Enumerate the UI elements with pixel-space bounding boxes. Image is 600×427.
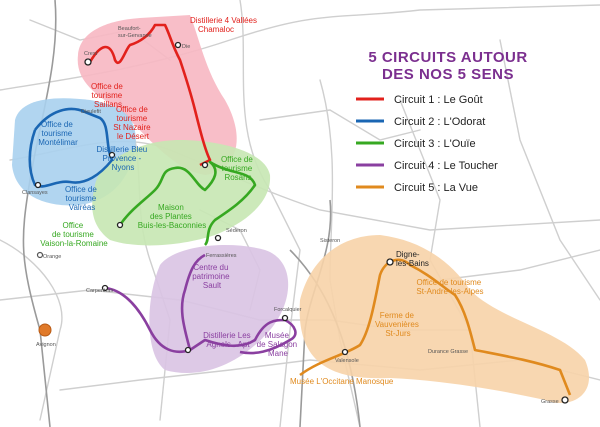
town-beaufort: Beaufort- sur-Gervanne (118, 26, 152, 39)
legend-label-3: Circuit 3 : L'Ouïe (394, 138, 476, 150)
town-avignon: Avignon (36, 342, 56, 348)
label-maison-plantes: Maison des Plantes Buis-les-Baconnies (138, 203, 206, 230)
marker-vaison (116, 221, 124, 229)
label-musee-occitane: Musée L'Occitane Manosque (290, 377, 394, 386)
town-dieulefit: Dieulefit (81, 109, 101, 115)
town-labels: Crest Beaufort- sur-Gervanne Die Dieulef… (22, 26, 559, 405)
label-distillerie-bleu: Distillerie Bleu Provence - Nyons (97, 145, 150, 172)
marker-die (174, 41, 182, 49)
marker-carpentras (101, 284, 109, 292)
city-markers (34, 41, 569, 404)
legend-label-2: Circuit 2 : L'Odorat (394, 116, 485, 128)
marker-ferrassieres (214, 234, 222, 242)
marker-clansayes (34, 181, 42, 189)
town-valensole: Valensole (335, 358, 359, 364)
label-office-saillans: Office de tourisme Saillans (91, 82, 125, 109)
legend: 5 CIRCUITS AUTOUR DES NOS 5 SENS Circuit… (356, 49, 527, 194)
legend-label-1: Circuit 1 : Le Goût (394, 94, 483, 106)
label-ferme-vauvenieres: Ferme de Vauvenières St-Jurs (375, 311, 421, 338)
town-carpentras: Carpentras (86, 288, 113, 294)
town-grasse: Grasse (541, 399, 559, 405)
town-die: Die (182, 44, 190, 50)
label-digne: Digne- les-Bains (396, 250, 429, 268)
zone-circuit-3 (92, 140, 271, 246)
marker-forcalquier (281, 314, 289, 322)
label-office-st-nazaire: Office de tourisme St Nazaire le Désert (113, 105, 153, 141)
town-sisteron: Sisteron (320, 238, 340, 244)
label-office-montelimar: Office de tourisme Montélimar (38, 120, 78, 147)
label-office-rosans: Office de tourisme Rosans (221, 155, 255, 182)
route-circuit-5 (299, 258, 572, 396)
marker-orange (36, 251, 44, 259)
marker-valensole (341, 348, 349, 356)
marker-crest (84, 58, 92, 66)
poi-labels: Distillerie 4 Vallées Chamaloc Office de… (38, 16, 483, 386)
label-musee-salagon: Musée de Salagon Mane (257, 331, 300, 358)
marker-digne (386, 258, 394, 266)
marker-apt (184, 346, 192, 354)
route-circuit-4 (104, 253, 297, 355)
legend-label-4: Circuit 4 : Le Toucher (394, 160, 498, 172)
marker-nyons (108, 151, 116, 159)
legend-label-5: Circuit 5 : La Vue (394, 182, 478, 194)
label-office-valreas: Office de tourisme Valréas (65, 185, 99, 212)
marker-avignon (38, 323, 52, 337)
route-circuit-1 (88, 23, 212, 167)
town-durance: Durance Grasse (428, 349, 468, 355)
town-crest: Crest (84, 51, 98, 57)
town-orange: Orange (43, 254, 61, 260)
route-circuit-3 (118, 160, 257, 246)
legend-title-line1: 5 CIRCUITS AUTOUR (368, 49, 527, 66)
zone-circuit-1 (77, 15, 237, 175)
town-forcalquier: Forcalquier (274, 307, 302, 313)
town-sederon: Séderon (226, 228, 247, 234)
town-clansayes: Clansayes (22, 190, 48, 196)
label-centre-patrimoine: Centre du patrimoine Sault (192, 263, 232, 290)
marker-grasse (561, 396, 569, 404)
marker-rosans (201, 161, 209, 169)
label-office-st-andre: Office de tourisme St-André-les-Alpes (416, 278, 483, 296)
label-office-vaison: Office de tourisme Vaison-la-Romaine (40, 221, 108, 248)
zone-circuit-5 (299, 235, 590, 404)
label-distillerie-agnels: Distillerie Les Agnels - Apt (203, 331, 253, 349)
town-ferrassieres: Ferrassières (206, 253, 237, 259)
label-distillerie-4-vallees: Distillerie 4 Vallées Chamaloc (190, 16, 259, 34)
legend-title-line2: DES NOS 5 SENS (382, 66, 514, 83)
route-circuit-2 (28, 107, 114, 188)
